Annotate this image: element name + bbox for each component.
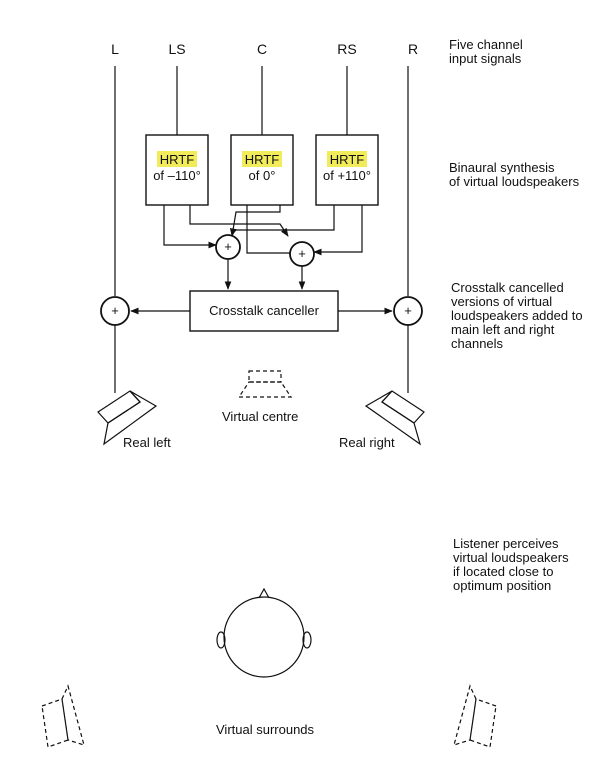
listener-head-icon bbox=[216, 587, 312, 678]
main-summer-right: + bbox=[393, 296, 423, 326]
crosstalk-canceller: Crosstalk canceller bbox=[189, 290, 339, 332]
note-line: optimum position bbox=[453, 578, 551, 593]
hrtf-angle-centre: of 0° bbox=[249, 168, 276, 183]
note-line: virtual loudspeakers bbox=[453, 550, 569, 565]
note-line: Binaural synthesis bbox=[449, 160, 555, 175]
note-line: main left and right bbox=[451, 322, 555, 337]
main-summer-right-plus: + bbox=[404, 303, 412, 318]
channel-label-c: C bbox=[257, 41, 267, 57]
note-line: input signals bbox=[449, 51, 522, 66]
summer-right: + bbox=[289, 241, 315, 267]
channel-label-rs: RS bbox=[337, 41, 356, 57]
crosstalk-label: Crosstalk canceller bbox=[209, 303, 319, 318]
hrtf-title-centre: HRTF bbox=[245, 152, 279, 167]
real-right-speaker-icon bbox=[364, 390, 425, 446]
note-line: versions of virtual bbox=[451, 294, 552, 309]
note-line: if located close to bbox=[453, 564, 553, 579]
hrtf-angle-right: of +110° bbox=[323, 168, 371, 183]
main-summer-left-plus: + bbox=[111, 303, 119, 318]
virtual-centre-label: Virtual centre bbox=[222, 409, 298, 424]
hrtf-angle-left: of –110° bbox=[153, 168, 201, 183]
main-summer-left: + bbox=[100, 296, 130, 326]
virtual-surround-left-icon bbox=[41, 684, 85, 748]
hrtf-title-left: HRTF bbox=[160, 152, 194, 167]
note-line: Five channel bbox=[449, 37, 523, 52]
channel-label-r: R bbox=[408, 41, 418, 57]
real-left-speaker-icon bbox=[97, 390, 158, 446]
summer-left: + bbox=[215, 234, 241, 260]
virtual-surround-right-icon bbox=[453, 684, 497, 748]
virtual-surrounds-label: Virtual surrounds bbox=[216, 722, 315, 737]
note-line: loudspeakers added to bbox=[451, 308, 583, 323]
note-binaural-synthesis: Binaural synthesis of virtual loudspeake… bbox=[449, 160, 580, 189]
note-listener-perceives: Listener perceives virtual loudspeakers … bbox=[453, 536, 569, 593]
channel-label-l: L bbox=[111, 41, 119, 57]
hrtf-title-right: HRTF bbox=[330, 152, 364, 167]
hrtf-block-centre: HRTF of 0° bbox=[230, 134, 294, 206]
note-input-signals: Five channel input signals bbox=[449, 37, 523, 66]
hrtf-block-right: HRTF of +110° bbox=[315, 134, 379, 206]
note-line: of virtual loudspeakers bbox=[449, 174, 580, 189]
real-right-label: Real right bbox=[339, 435, 395, 450]
hrtf-to-summer-connections bbox=[163, 205, 363, 256]
virtual-centre-speaker-icon bbox=[237, 370, 293, 398]
note-line: channels bbox=[451, 336, 504, 351]
note-line: Crosstalk cancelled bbox=[451, 280, 564, 295]
hrtf-block-left: HRTF of –110° bbox=[145, 134, 209, 206]
real-left-label: Real left bbox=[123, 435, 171, 450]
channel-label-ls: LS bbox=[168, 41, 185, 57]
summer-right-plus: + bbox=[298, 246, 306, 261]
summer-left-plus: + bbox=[224, 239, 232, 254]
note-crosstalk-cancelled: Crosstalk cancelled versions of virtual … bbox=[451, 280, 583, 351]
note-line: Listener perceives bbox=[453, 536, 559, 551]
